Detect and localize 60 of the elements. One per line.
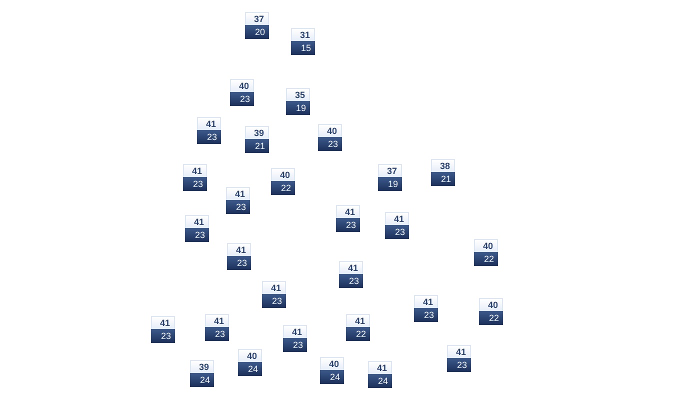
high-temperature: 40 — [474, 239, 498, 252]
low-temperature: 22 — [479, 311, 503, 325]
high-temperature: 41 — [226, 187, 250, 200]
high-temperature: 41 — [185, 215, 209, 228]
high-temperature: 35 — [286, 88, 310, 101]
high-temperature: 31 — [291, 28, 315, 41]
high-temperature: 41 — [151, 316, 175, 329]
low-temperature: 23 — [230, 92, 254, 106]
low-temperature: 22 — [271, 181, 295, 195]
high-temperature: 37 — [378, 164, 402, 177]
high-temperature: 41 — [227, 243, 251, 256]
low-temperature: 23 — [318, 137, 342, 151]
high-temperature: 39 — [245, 126, 269, 139]
low-temperature: 24 — [320, 370, 344, 384]
low-temperature: 20 — [245, 25, 269, 39]
high-temperature: 41 — [414, 295, 438, 308]
high-temperature: 41 — [183, 164, 207, 177]
high-temperature: 38 — [431, 159, 455, 172]
high-temperature: 40 — [271, 168, 295, 181]
low-temperature: 21 — [431, 172, 455, 186]
high-temperature: 41 — [336, 205, 360, 218]
high-temperature: 41 — [368, 361, 392, 374]
high-temperature: 41 — [346, 314, 370, 327]
low-temperature: 24 — [190, 373, 214, 387]
high-temperature: 41 — [205, 314, 229, 327]
high-temperature: 40 — [320, 357, 344, 370]
low-temperature: 19 — [286, 101, 310, 115]
low-temperature: 23 — [185, 228, 209, 242]
low-temperature: 23 — [197, 130, 221, 144]
low-temperature: 23 — [283, 338, 307, 352]
low-temperature: 23 — [205, 327, 229, 341]
high-temperature: 40 — [238, 349, 262, 362]
low-temperature: 23 — [262, 294, 286, 308]
high-temperature: 41 — [197, 117, 221, 130]
low-temperature: 24 — [368, 374, 392, 388]
high-temperature: 41 — [385, 212, 409, 225]
low-temperature: 23 — [151, 329, 175, 343]
low-temperature: 23 — [227, 256, 251, 270]
low-temperature: 21 — [245, 139, 269, 153]
low-temperature: 22 — [474, 252, 498, 266]
high-temperature: 40 — [230, 79, 254, 92]
low-temperature: 22 — [346, 327, 370, 341]
low-temperature: 23 — [226, 200, 250, 214]
high-temperature: 40 — [318, 124, 342, 137]
low-temperature: 19 — [378, 177, 402, 191]
high-temperature: 41 — [339, 261, 363, 274]
high-temperature: 37 — [245, 12, 269, 25]
high-temperature: 41 — [283, 325, 307, 338]
low-temperature: 23 — [414, 308, 438, 322]
low-temperature: 23 — [385, 225, 409, 239]
low-temperature: 15 — [291, 41, 315, 55]
low-temperature: 23 — [183, 177, 207, 191]
high-temperature: 41 — [262, 281, 286, 294]
low-temperature: 23 — [336, 218, 360, 232]
low-temperature: 23 — [339, 274, 363, 288]
low-temperature: 24 — [238, 362, 262, 376]
high-temperature: 40 — [479, 298, 503, 311]
high-temperature: 39 — [190, 360, 214, 373]
high-temperature: 41 — [447, 345, 471, 358]
low-temperature: 23 — [447, 358, 471, 372]
